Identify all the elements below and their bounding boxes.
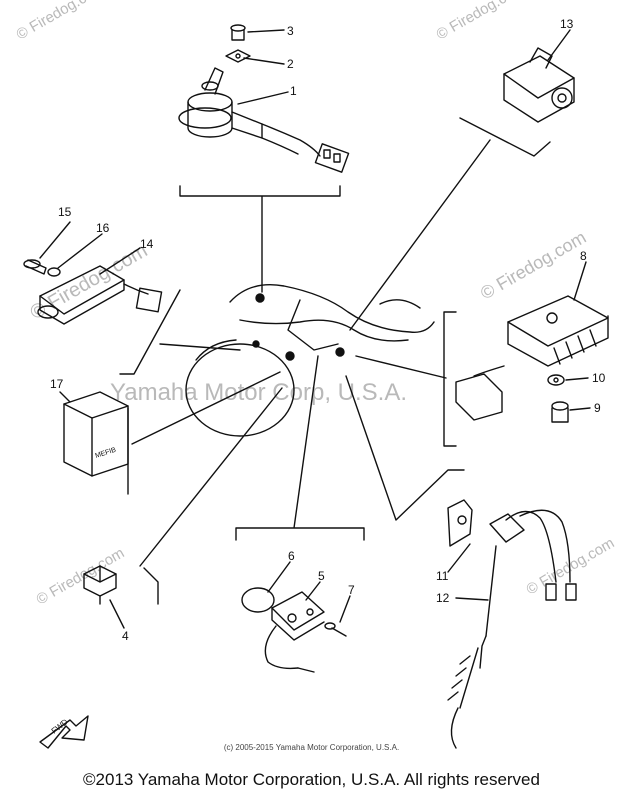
bracket-5 bbox=[235, 355, 365, 541]
leader-4 bbox=[109, 599, 125, 629]
main-switch-part-1 bbox=[178, 67, 350, 173]
bolt-part-9 bbox=[551, 401, 569, 423]
pulser-part-5 bbox=[264, 591, 325, 673]
screw-part-7 bbox=[324, 622, 347, 637]
leader-6 bbox=[267, 561, 291, 593]
leader-7 bbox=[339, 595, 351, 623]
svg-text:© Firedog.com: © Firedog.com bbox=[524, 534, 618, 598]
bracket-11 bbox=[345, 375, 465, 521]
svg-text:© Firedog.com: © Firedog.com bbox=[14, 0, 108, 43]
callout-10: 10 bbox=[592, 371, 606, 385]
bracket-14 bbox=[119, 289, 241, 375]
leader-1 bbox=[237, 91, 289, 105]
callout-8: 8 bbox=[580, 249, 587, 263]
leader-12 bbox=[455, 597, 489, 601]
callout-7: 7 bbox=[348, 583, 355, 597]
leader-17 bbox=[59, 391, 71, 403]
leader-15 bbox=[39, 221, 71, 259]
callout-6: 6 bbox=[288, 549, 295, 563]
switch-part-4 bbox=[83, 565, 117, 605]
leader-13 bbox=[547, 29, 571, 61]
callout-9: 9 bbox=[594, 401, 601, 415]
inner-credit-text: (c) 2005-2015 Yamaha Motor Corporation, … bbox=[223, 743, 400, 752]
oring-part-6 bbox=[241, 587, 275, 613]
leader-14 bbox=[99, 247, 141, 275]
callout-13: 13 bbox=[560, 17, 574, 31]
leader-8 bbox=[573, 261, 587, 301]
regulator-part-8 bbox=[455, 295, 609, 421]
callout-15: 15 bbox=[58, 205, 72, 219]
sensor-part-11 bbox=[447, 499, 577, 601]
copyright-text: ©2013 Yamaha Motor Corporation, U.S.A. A… bbox=[83, 770, 540, 789]
washer-part-10 bbox=[547, 374, 565, 386]
bracket-8 bbox=[355, 311, 457, 447]
leader-16 bbox=[57, 233, 103, 269]
callout-14: 14 bbox=[140, 237, 154, 251]
bracket-13 bbox=[349, 117, 551, 331]
washer-part-16 bbox=[47, 267, 61, 277]
leader-2 bbox=[243, 57, 285, 65]
callout-2: 2 bbox=[287, 57, 294, 71]
leader-9 bbox=[569, 407, 591, 411]
leader-10 bbox=[565, 377, 589, 381]
leader-3 bbox=[247, 29, 285, 33]
bracket-4 bbox=[139, 387, 283, 605]
callout-11: 11 bbox=[436, 569, 449, 583]
leader-5 bbox=[305, 581, 321, 601]
callout-1: 1 bbox=[290, 84, 297, 98]
svg-text:© Firedog.com: © Firedog.com bbox=[34, 544, 128, 608]
screw-part-3 bbox=[230, 24, 246, 41]
watermark-firedog: © Firedog.com © Firedog.com © Firedog.co… bbox=[14, 0, 618, 608]
frame-sketch bbox=[185, 284, 435, 437]
switch-part-14 bbox=[37, 265, 163, 325]
svg-text:MEFIB: MEFIB bbox=[94, 447, 117, 460]
callout-4: 4 bbox=[122, 629, 129, 643]
callout-5: 5 bbox=[318, 569, 325, 583]
relay-part-13 bbox=[503, 47, 575, 123]
leader-11 bbox=[447, 543, 471, 573]
svg-text:© Firedog.com: © Firedog.com bbox=[434, 0, 528, 43]
callout-16: 16 bbox=[96, 221, 110, 235]
callout-12: 12 bbox=[436, 591, 450, 605]
cable-part-12 bbox=[447, 545, 497, 749]
plate-part-2 bbox=[225, 49, 251, 63]
svg-text:© Firedog.com: © Firedog.com bbox=[477, 227, 589, 303]
callout-labels: 1 2 3 13 15 16 14 17 8 10 9 11 12 6 5 7 … bbox=[50, 17, 606, 643]
screw-part-15 bbox=[23, 259, 47, 275]
bracket-17 bbox=[127, 371, 281, 495]
bracket-top bbox=[179, 185, 341, 293]
callout-3: 3 bbox=[287, 24, 294, 38]
callout-17: 17 bbox=[50, 377, 64, 391]
watermark-yamaha: Yamaha Motor Corp, U.S.A. bbox=[110, 379, 407, 406]
